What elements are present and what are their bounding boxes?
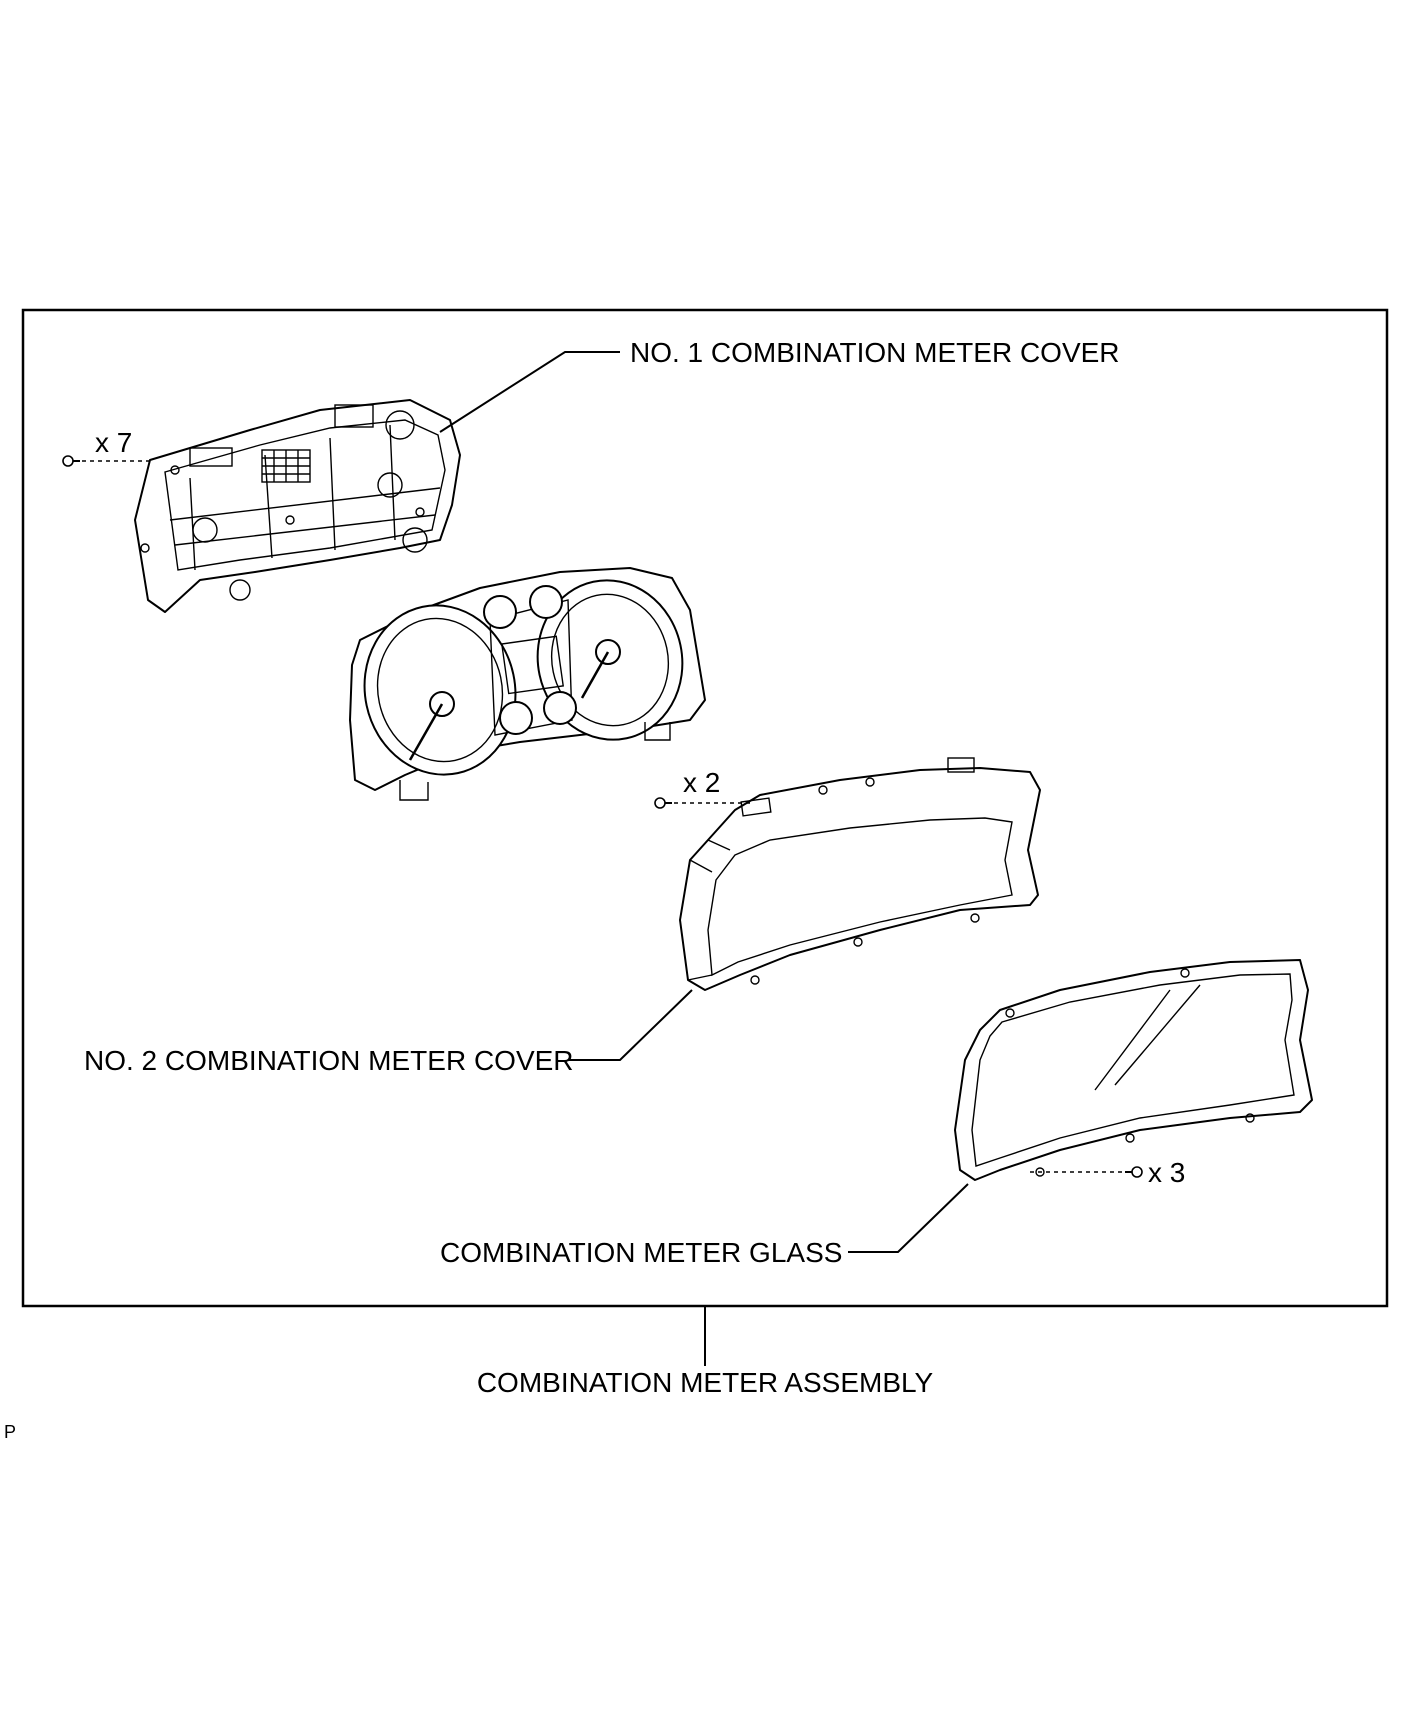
label-cover2: NO. 2 COMBINATION METER COVER xyxy=(84,1045,574,1076)
label-cover1: NO. 1 COMBINATION METER COVER xyxy=(630,337,1120,368)
leader-cover2 xyxy=(568,989,693,1061)
no2-combination-meter-cover xyxy=(679,757,1041,991)
qty-glass-screws: x 3 xyxy=(1148,1157,1185,1188)
no1-combination-meter-cover xyxy=(134,399,461,613)
screw-icon xyxy=(62,455,80,467)
meter-dial-plate xyxy=(349,567,706,801)
leader-cover1 xyxy=(439,351,620,433)
label-assembly: COMBINATION METER ASSEMBLY xyxy=(477,1367,934,1398)
screw-icon xyxy=(1125,1166,1143,1178)
combination-meter-glass xyxy=(954,959,1313,1181)
screw-icon xyxy=(654,797,672,809)
qty-cover1-screws: x 7 xyxy=(95,427,132,458)
leader-glass xyxy=(848,1183,969,1253)
qty-cover2-screws: x 2 xyxy=(683,767,720,798)
figure-code: P xyxy=(4,1422,16,1442)
label-glass: COMBINATION METER GLASS xyxy=(440,1237,842,1268)
